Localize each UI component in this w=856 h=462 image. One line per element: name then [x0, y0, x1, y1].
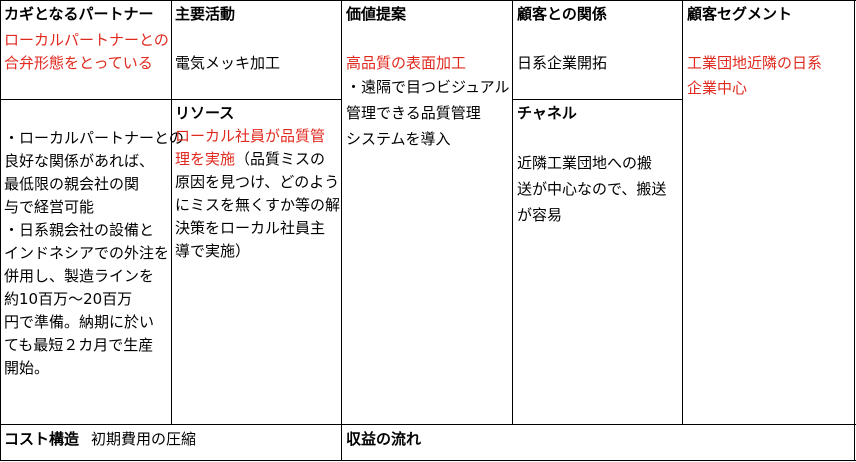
key-partners-body-line: 円で準備。納期に於い: [4, 313, 155, 331]
key-activities-cell: 主要活動 電気メッキ加工: [171, 0, 341, 99]
value-propositions-highlight: 高品質の表面加工: [346, 54, 467, 72]
key-partners-body-line: 最低限の親会社の関: [4, 175, 140, 193]
key-partners-body-line: 開始。: [4, 359, 50, 377]
channels-body-line: 送が中心なので、搬送: [517, 180, 667, 198]
customer-segments-header: 顧客セグメント: [687, 5, 793, 23]
divider-h-activities: [171, 99, 342, 100]
key-resources-body-line: にミスを無くすか等の解: [175, 196, 341, 214]
key-partners-body-line: 与で経営可能: [4, 198, 95, 216]
cost-structure-line: コスト構造初期費用の圧縮: [4, 429, 196, 449]
divider-v-2: [341, 0, 342, 461]
key-partners-cell: カギとなるパートナー ローカルパートナーとの 合弁形態をとっている ・ローカルパ…: [0, 0, 184, 424]
channels-header: チャネル: [517, 104, 577, 122]
value-propositions-body-line: システムを導入: [346, 130, 451, 148]
value-propositions-body-line: ・遠隔で目つビジュアル: [346, 78, 510, 96]
customer-segments-cell: 顧客セグメント 工業団地近隣の日系 企業中心: [682, 0, 854, 424]
key-resources-body-line: 決策をローカル社員主: [175, 219, 326, 237]
customer-relationships-text: 日系企業開拓: [517, 54, 608, 72]
border-left: [0, 0, 1, 461]
divider-h-partners: [0, 99, 172, 100]
key-resources-line-2: 理を実施（品質ミスの: [175, 149, 325, 169]
key-partners-header: カギとなるパートナー: [4, 5, 154, 23]
key-partners-highlight-line-1: ローカルパートナーとの: [4, 31, 169, 49]
divider-v-3: [512, 0, 513, 424]
value-propositions-header: 価値提案: [346, 5, 407, 23]
key-activities-header: 主要活動: [175, 5, 236, 23]
key-resources-body-line: 原因を見つけ、どのよう: [175, 173, 340, 191]
key-partners-body-line: 併用し、製造ラインを: [4, 267, 155, 285]
border-right: [854, 0, 855, 461]
divider-h-bottom: [0, 424, 856, 425]
value-propositions-body-line: 管理できる品質管理: [346, 104, 481, 122]
key-resources-cell: リソース ローカル社員が品質管 理を実施（品質ミスの 原因を見つけ、どのよう に…: [171, 99, 341, 424]
key-resources-highlight-line-2: 理を実施: [175, 150, 236, 168]
key-partners-body-line: ・ローカルパートナーとの: [4, 129, 184, 147]
border-bottom: [0, 460, 856, 461]
customer-segments-highlight-line-1: 工業団地近隣の日系: [687, 54, 823, 72]
cost-structure-text: 初期費用の圧縮: [91, 430, 197, 448]
key-partners-body-line: ても最短２カ月で生産: [4, 336, 154, 354]
key-partners-body-line: ・日系親会社の設備と: [4, 221, 155, 239]
revenue-streams-cell: 収益の流れ: [341, 424, 854, 461]
value-propositions-cell: 価値提案 高品質の表面加工 ・遠隔で目つビジュアル 管理できる品質管理 システム…: [341, 0, 512, 424]
key-resources-header: リソース: [175, 104, 235, 122]
key-resources-highlight-line-1: ローカル社員が品質管: [175, 127, 326, 145]
revenue-streams-header: 収益の流れ: [346, 430, 422, 448]
key-resources-note-start: （品質ミスの: [235, 150, 326, 168]
channels-body-line: が容易: [517, 206, 563, 224]
cost-structure-cell: コスト構造初期費用の圧縮: [0, 424, 341, 461]
border-top: [0, 0, 856, 1]
key-activities-text: 電気メッキ加工: [175, 54, 281, 72]
key-partners-highlight-line-2: 合弁形態をとっている: [4, 54, 153, 72]
divider-h-relationships: [512, 99, 683, 100]
key-partners-body-line: 良好な関係があれば、: [4, 152, 155, 170]
customer-relationships-cell: 顧客との関係 日系企業開拓: [512, 0, 682, 99]
cost-structure-header: コスト構造: [4, 430, 80, 448]
key-partners-body-line: 約10百万～20百万: [4, 290, 133, 308]
divider-v-1: [171, 0, 172, 424]
key-resources-body-line: 導で実施）: [175, 242, 251, 260]
key-partners-body-line: インドネシアでの外注を: [4, 244, 170, 262]
channels-body-line: 近隣工業団地への搬: [517, 154, 653, 172]
customer-relationships-header: 顧客との関係: [517, 5, 607, 23]
customer-segments-highlight-line-2: 企業中心: [687, 79, 748, 97]
divider-v-4: [682, 0, 683, 424]
channels-cell: チャネル 近隣工業団地への搬 送が中心なので、搬送 が容易: [512, 99, 682, 424]
